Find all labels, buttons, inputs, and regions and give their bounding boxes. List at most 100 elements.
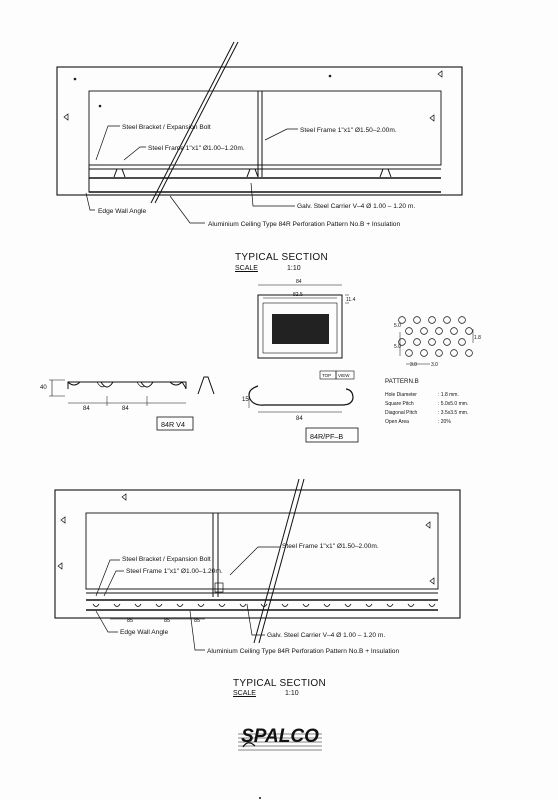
- bottom-pitch-2: 85: [164, 618, 170, 624]
- pattern-hole: [405, 349, 413, 357]
- pattern-spec-label-0: Hole Diameter: [385, 392, 417, 398]
- bottom-pitch-1: 85: [127, 618, 133, 624]
- bottom-slab-outline: [54, 489, 461, 619]
- carrier-clip: [281, 603, 289, 607]
- top-label-edge: Edge Wall Angle: [98, 208, 146, 215]
- perforation-pattern-diagram: [398, 316, 473, 357]
- profile-width-label: 84: [296, 416, 303, 422]
- bottom-label-carrier: Galv. Steel Carrier V–4 Ø 1.00 – 1.20 m.: [267, 632, 385, 639]
- carrier-clip: [92, 603, 100, 607]
- top-label-carrier: Galv. Steel Carrier V–4 Ø 1.00 – 1.20 m.: [297, 203, 415, 210]
- top-scale-label: SCALE: [235, 265, 258, 272]
- carrier-pitch-2: 84: [122, 406, 129, 412]
- pattern-dim-d: 3.0: [431, 362, 438, 368]
- carrier-pitch-1: 84: [83, 406, 90, 412]
- bottom-pitch-3: 85: [194, 618, 200, 624]
- carrier-clip: [113, 603, 121, 607]
- bottom-carrier-clips: [92, 603, 436, 607]
- pattern-spec-value-3: : 20%: [438, 419, 451, 425]
- top-slab-outline: [56, 66, 463, 196]
- pattern-spec-label-1: Square Pitch: [385, 401, 414, 407]
- panel-profile: [248, 385, 359, 443]
- carrier-name-box: [156, 416, 194, 431]
- bottom-break-line-b: [253, 478, 300, 644]
- pattern-spec-label-2: Diagonal Pitch: [385, 410, 417, 416]
- top-break-line-b: [150, 41, 235, 204]
- pattern-hole: [428, 338, 436, 346]
- pattern-hole: [450, 327, 458, 335]
- pattern-spec-label-3: Open Area: [385, 419, 409, 425]
- top-scale-value: 1:10: [287, 265, 301, 272]
- pattern-spec-value-2: : 3.5x3.5 mm.: [438, 410, 468, 416]
- panel-width-label: 84: [296, 279, 302, 285]
- spalco-logo-text: SPALCO: [241, 726, 319, 747]
- pattern-hole: [413, 338, 421, 346]
- bottom-section-scale: SCALE 1:10: [233, 690, 299, 697]
- top-section-scale: SCALE 1:10: [235, 265, 301, 272]
- carrier-clip: [218, 603, 226, 607]
- bottom-break-line-a: [258, 478, 305, 644]
- carrier-clip: [155, 603, 163, 607]
- pattern-hole: [428, 316, 436, 324]
- top-label-frame-a: Steel Frame 1"x1" Ø1.00–1.20m.: [148, 145, 245, 152]
- pattern-hole: [405, 327, 413, 335]
- view-tag-top-text: TOP: [322, 373, 331, 378]
- carrier-height-label: 40: [40, 385, 47, 391]
- pattern-hole: [413, 316, 421, 324]
- pattern-hole: [398, 316, 406, 324]
- bottom-scale-value: 1:10: [285, 690, 299, 697]
- top-hangers: [113, 168, 392, 178]
- pattern-hole: [458, 338, 466, 346]
- top-label-ceiling: Aluminium Ceiling Type 84R Perforation P…: [208, 221, 400, 228]
- carrier-name: 84R V4: [161, 420, 185, 429]
- pattern-hole: [420, 327, 428, 335]
- carrier-clip: [134, 603, 142, 607]
- pattern-title: PATTERN.B: [385, 378, 419, 385]
- pattern-hole: [398, 338, 406, 346]
- panel-inner-label: 82.5: [293, 292, 303, 298]
- pattern-spec-value-1: : 5.0x5.0 mm.: [438, 401, 468, 407]
- top-break-line-a: [154, 41, 239, 204]
- carrier-clip: [239, 603, 247, 607]
- bottom-label-ceiling: Aluminium Ceiling Type 84R Perforation P…: [207, 648, 399, 655]
- bottom-scale-label: SCALE: [233, 690, 256, 697]
- pattern-hole: [443, 338, 451, 346]
- bottom-section-title: TYPICAL SECTION: [233, 678, 327, 689]
- view-tag-view: [335, 370, 355, 380]
- pattern-dim-e: 1.8: [474, 335, 481, 341]
- bottom-label-bracket: Steel Bracket / Expansion Bolt: [122, 556, 211, 563]
- carrier-clip: [302, 603, 310, 607]
- top-edge-wall-angle: [88, 165, 97, 193]
- bottom-label-frame-a: Steel Frame 1"x1" Ø1.00–1.20m.: [126, 568, 223, 575]
- pattern-hole: [465, 349, 473, 357]
- pattern-hole: [443, 316, 451, 324]
- carrier-clip: [176, 603, 184, 607]
- profile-name: 84R/PF–B: [310, 432, 343, 441]
- carrier-clip: [344, 603, 352, 607]
- pattern-hole: [465, 327, 473, 335]
- carrier-clip: [365, 603, 373, 607]
- bottom-label-edge: Edge Wall Angle: [120, 629, 168, 636]
- spalco-logo: SPALCO: [238, 726, 322, 751]
- pattern-dim-c: 3.0: [410, 362, 417, 368]
- bottom-inner-frame: [85, 512, 439, 590]
- pattern-hole: [435, 349, 443, 357]
- carrier-clip: [197, 603, 205, 607]
- top-section-drawing: [56, 41, 463, 224]
- pattern-spec-value-0: : 1.8 mm.: [438, 392, 459, 398]
- clip-profile: [197, 376, 215, 395]
- perforated-area: [272, 314, 329, 344]
- top-label-frame-b: Steel Frame 1"x1" Ø1.50–2.00m.: [300, 127, 397, 134]
- pattern-hole: [450, 349, 458, 357]
- bottom-label-frame-b: Steel Frame 1"x1" Ø1.50–2.00m.: [282, 543, 379, 550]
- pattern-hole: [458, 316, 466, 324]
- profile-name-box: [305, 427, 359, 443]
- panel-edge-label: 11.4: [346, 297, 356, 303]
- pattern-hole: [420, 349, 428, 357]
- panel-top-view: [257, 284, 355, 380]
- carrier-clip: [428, 603, 436, 607]
- carrier-clip: [323, 603, 331, 607]
- pattern-dim-b: 5.0: [394, 344, 401, 350]
- profile-height-label: 15: [242, 397, 249, 403]
